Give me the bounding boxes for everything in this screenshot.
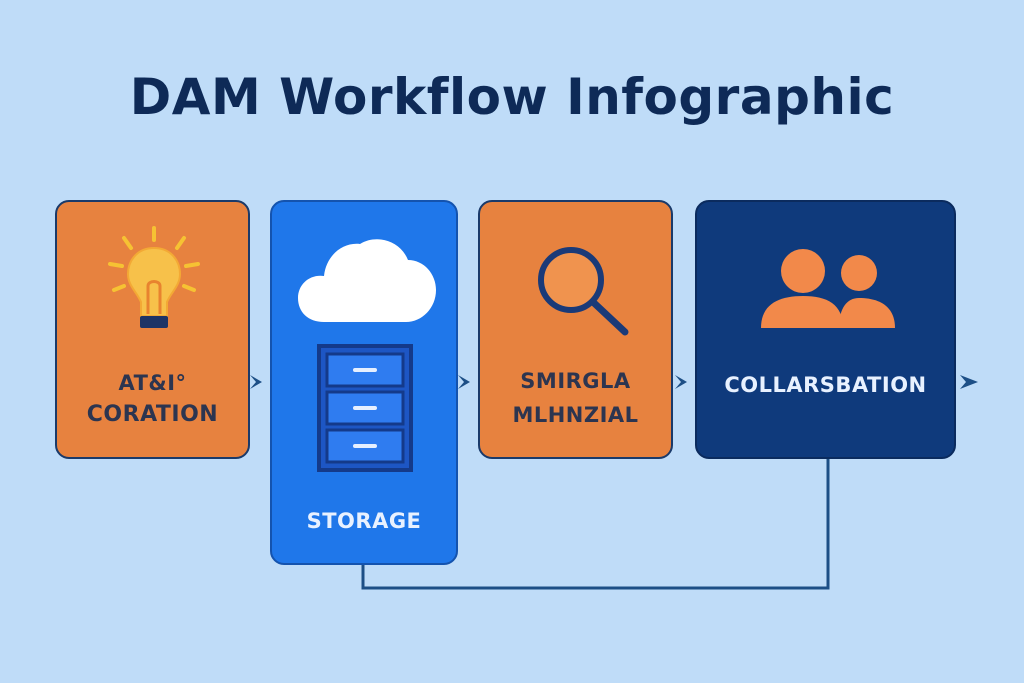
arrow-head-1 [250, 375, 262, 389]
page-title: DAM Workflow Infographic [129, 68, 895, 126]
step-label-line2: MLHNZIAL [512, 403, 639, 427]
arrow-head-2 [458, 375, 470, 389]
cloud-icon [298, 239, 436, 322]
arrow-head-4 [960, 375, 978, 389]
lightbulb-icon [108, 226, 200, 328]
step-card-search: SMIRGLA MLHNZIAL [478, 200, 673, 459]
step-card-creation: AT&I° CORATION [55, 200, 250, 459]
step-card-storage: STORAGE [270, 200, 458, 565]
magnifier-icon [538, 247, 629, 336]
step-label-line1: SMIRGLA [520, 369, 631, 393]
arrow-head-3 [675, 375, 687, 389]
people-icon [761, 249, 895, 328]
step-label-line2: CORATION [86, 402, 219, 427]
feedback-connector [361, 459, 830, 590]
step-label-line1: COLLARSBATION [724, 373, 927, 397]
step-card-collaboration: COLLARSBATION [695, 200, 956, 459]
file-cabinet-icon [317, 344, 413, 472]
step-label-line1: AT&I° [118, 371, 187, 395]
step-label-line1: STORAGE [306, 509, 422, 533]
